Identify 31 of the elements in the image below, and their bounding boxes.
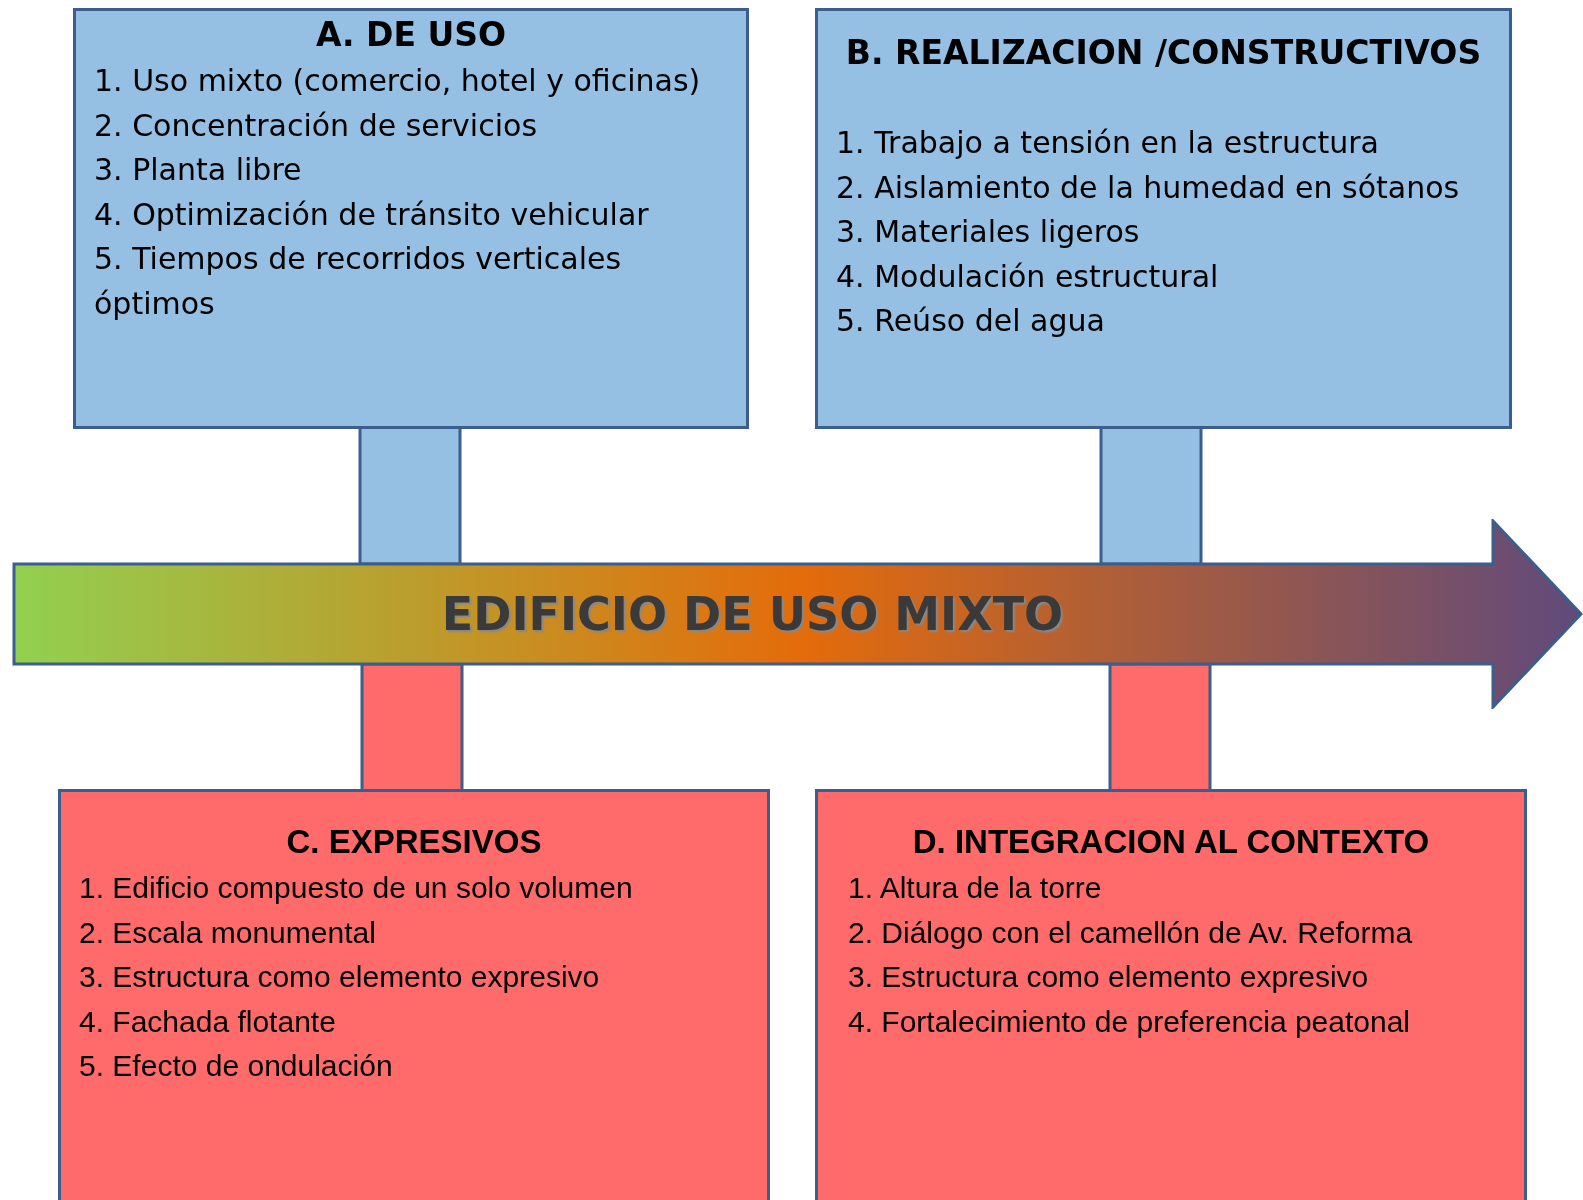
list-item: 5. Reúso del agua xyxy=(836,302,1106,340)
arrow-label: EDIFICIO DE USO MIXTO xyxy=(441,587,1064,641)
list-item: 1. Uso mixto (comercio, hotel y oficinas) xyxy=(94,62,702,100)
box-heading: C. EXPRESIVOS xyxy=(285,822,543,862)
callout-box xyxy=(815,789,1527,1200)
list-item: 1. Trabajo a tensión en la estructura xyxy=(836,124,1380,162)
block-arrow xyxy=(12,519,1583,709)
list-item: 1. Edificio compuesto de un solo volumen xyxy=(79,870,634,906)
callout-stem xyxy=(1099,427,1203,566)
callout-box xyxy=(815,8,1512,429)
list-item: 4. Fachada flotante xyxy=(79,1003,337,1040)
callout-box xyxy=(58,789,770,1200)
list-item: 2. Aislamiento de la humedad en sótanos xyxy=(836,168,1461,207)
list-item: 2. Escala monumental xyxy=(79,914,377,951)
list-item: 5. Tiempos de recorridos verticales óptimos xyxy=(94,240,623,323)
box-heading: B. REALIZACION /CONSTRUCTIVOS xyxy=(844,33,1483,73)
list-item: 3. Planta libre xyxy=(94,151,303,189)
callout-box xyxy=(73,8,749,429)
list-item: 3. Estructura como elemento expresivo xyxy=(79,959,601,995)
list-item: 4. Optimización de tránsito vehicular xyxy=(94,195,650,234)
box-heading: D. INTEGRACION AL CONTEXTO xyxy=(911,822,1431,862)
list-item: 4. Modulación estructural xyxy=(836,257,1220,296)
box-heading: A. DE USO xyxy=(314,15,508,55)
callout-stem xyxy=(358,427,462,566)
list-item: 2. Concentración de servicios xyxy=(94,106,538,145)
list-item: 4. Fortalecimiento de preferencia peatonal xyxy=(848,1003,1411,1040)
list-item: 5. Efecto de ondulación xyxy=(79,1048,394,1084)
list-item: 3. Estructura como elemento expresivo xyxy=(848,959,1370,995)
list-item: 3. Materiales ligeros xyxy=(836,213,1141,251)
list-item: 1. Altura de la torre xyxy=(848,870,1103,906)
list-item: 2. Diálogo con el camellón de Av. Reforma xyxy=(848,914,1414,951)
